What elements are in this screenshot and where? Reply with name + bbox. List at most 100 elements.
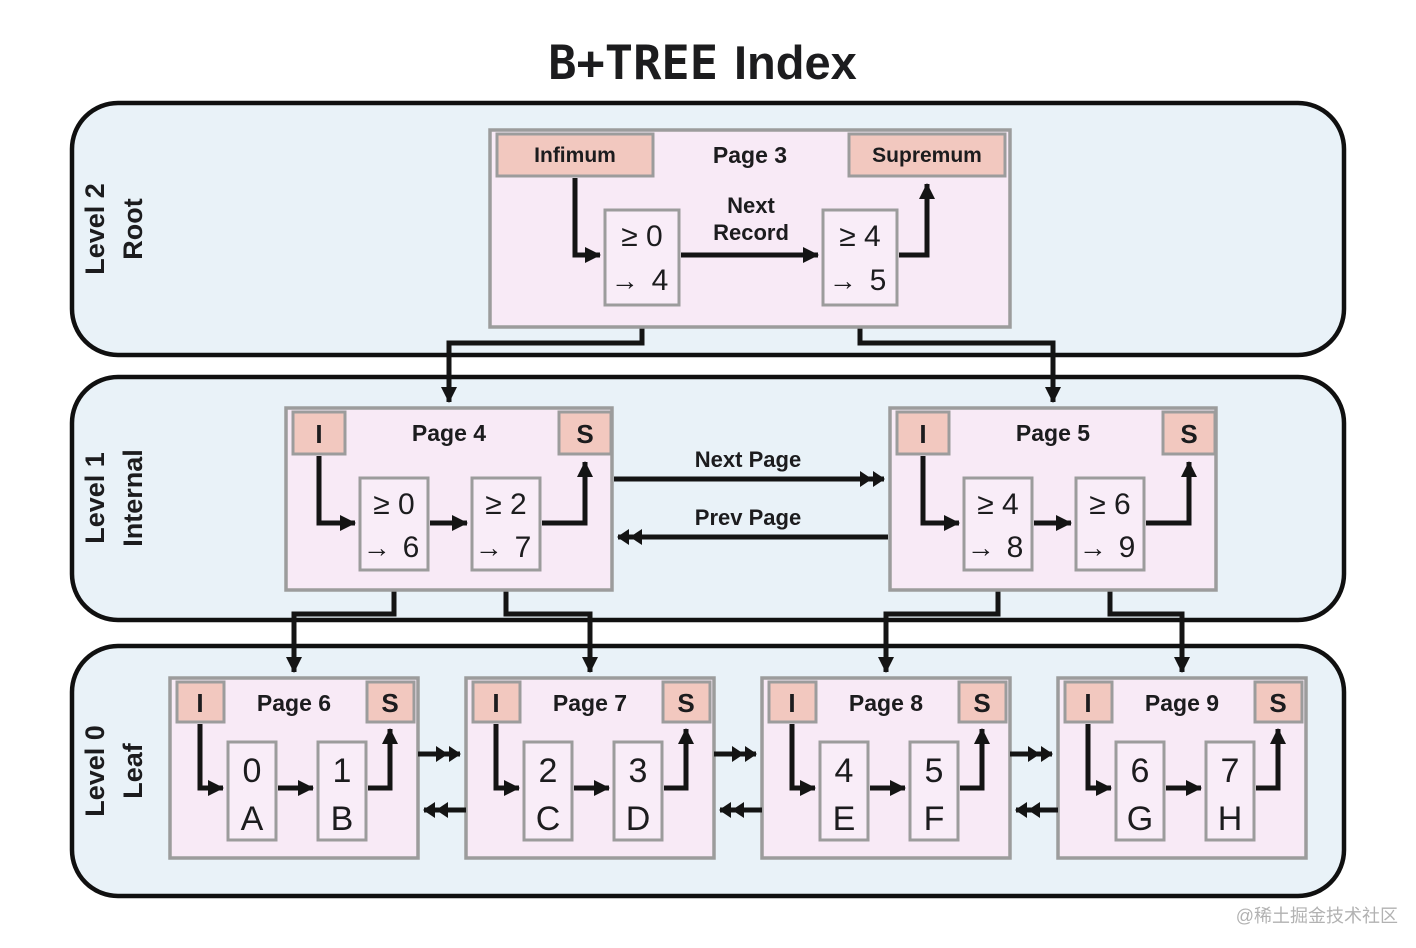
page-6-record-1-box bbox=[316, 740, 368, 842]
page-7-infimum-label: I bbox=[492, 688, 499, 718]
page-4-record-0-pointer: → 6 bbox=[363, 531, 420, 564]
page-6-supremum-label: S bbox=[381, 688, 398, 718]
page-3-record-1-key: ≥ 4 bbox=[839, 220, 880, 253]
pointer-arrow-icon: → bbox=[1079, 532, 1107, 563]
page-4-record-0-key: ≥ 0 bbox=[373, 488, 414, 521]
sibling-links-internal: Next Page Prev Page bbox=[614, 447, 888, 545]
page-5-infimum-box bbox=[895, 410, 951, 456]
level-2-label-line1: Level 2 bbox=[80, 183, 110, 275]
pointer-arrow-icon: → bbox=[611, 265, 639, 296]
page-8-record-0-box bbox=[818, 740, 870, 842]
page-4-supremum-box bbox=[557, 410, 613, 456]
page-9-infimum-box bbox=[1063, 680, 1114, 724]
page-7-title: Page 7 bbox=[553, 690, 627, 716]
page-8-record-1-key: 5 bbox=[925, 752, 944, 790]
level-1-label-line2: Internal bbox=[118, 449, 148, 547]
page-8-record-0-key: 4 bbox=[835, 752, 854, 790]
diagram-title: B+TREE Index bbox=[548, 36, 857, 91]
page-9-record-1-key: 7 bbox=[1221, 752, 1240, 790]
sibling-links-leaf bbox=[418, 746, 1058, 818]
page-7-infimum-arrow bbox=[493, 724, 520, 796]
page-7-infimum-box bbox=[471, 680, 522, 724]
page-9-record-1-value: H bbox=[1218, 800, 1243, 838]
page-3-record-0-key: ≥ 0 bbox=[621, 220, 662, 253]
page-5-supremum-box bbox=[1161, 410, 1217, 456]
level-1-label: Level 1 Internal bbox=[80, 449, 148, 547]
page-4-infimum-label: I bbox=[315, 419, 322, 449]
page-6-infimum-arrow bbox=[197, 724, 224, 796]
page-4-supremum-label: S bbox=[576, 419, 593, 449]
page-5-record-0-pointer: → 8 bbox=[967, 531, 1024, 564]
page-9-infimum-arrow bbox=[1085, 724, 1112, 796]
page-8-supremum-box bbox=[957, 680, 1008, 724]
page-5-record-1-pointer: → 9 bbox=[1079, 531, 1136, 564]
page-3-supremum-label: Supremum bbox=[872, 144, 982, 167]
page-8-record-1-value: F bbox=[924, 800, 945, 838]
title-btree: B+TREE bbox=[548, 36, 718, 91]
page-3-record-1-box bbox=[821, 208, 899, 307]
page-6-title: Page 6 bbox=[257, 690, 331, 716]
page-3-infimum-label: Infimum bbox=[534, 144, 616, 167]
page-9-record-0-value: G bbox=[1127, 800, 1153, 838]
page-5-record-0-box bbox=[962, 476, 1034, 572]
next-record-label-line2: Record bbox=[713, 220, 789, 245]
pointer-arrow-icon: → bbox=[363, 532, 391, 563]
page-6-record-0-box bbox=[226, 740, 278, 842]
page-7-record-1-box bbox=[612, 740, 664, 842]
page-4-record-1-pointer: → 7 bbox=[475, 531, 532, 564]
page-4-supremum-arrow bbox=[542, 461, 593, 526]
page-7-record-0-box bbox=[522, 740, 574, 842]
page-7-record-1-value: D bbox=[626, 800, 651, 838]
level-0-label-line2: Leaf bbox=[118, 742, 148, 799]
page-5-supremum-arrow bbox=[1146, 461, 1197, 526]
page-8-supremum-label: S bbox=[973, 688, 990, 718]
page-9-record-0-key: 6 bbox=[1131, 752, 1150, 790]
root-page-3: Infimum Page 3 Supremum ≥ 0 → 4 ≥ 4 → 5 … bbox=[488, 128, 1012, 329]
page-7-record-0-value: C bbox=[536, 800, 561, 838]
level-0-label-line1: Level 0 bbox=[80, 725, 110, 817]
pointer-arrow-icon: → bbox=[967, 532, 995, 563]
page-4-title: Page 4 bbox=[412, 420, 486, 446]
page-9-record-0-box bbox=[1114, 740, 1166, 842]
page-4-record-1-box bbox=[470, 476, 542, 572]
page-9-infimum-label: I bbox=[1084, 688, 1091, 718]
page-6-record-1-key: 1 bbox=[333, 752, 352, 790]
page-7-record-0-key: 2 bbox=[539, 752, 558, 790]
page-9-record-1-box bbox=[1204, 740, 1256, 842]
level-0-label: Level 0 Leaf bbox=[80, 725, 148, 817]
page-8-title: Page 8 bbox=[849, 690, 923, 716]
page-9-supremum-box bbox=[1253, 680, 1304, 724]
page-5-supremum-label: S bbox=[1180, 419, 1197, 449]
next-page-label: Next Page bbox=[695, 447, 801, 472]
page-5-record-0-key: ≥ 4 bbox=[977, 488, 1018, 521]
level-2-label: Level 2 Root bbox=[80, 183, 148, 275]
page-7-supremum-arrow bbox=[664, 728, 694, 791]
page-6-supremum-box bbox=[365, 680, 416, 724]
page-6-infimum-box bbox=[175, 680, 226, 724]
page-3-supremum-box bbox=[847, 132, 1007, 178]
level-2-label-line2: Root bbox=[118, 198, 148, 259]
leaf-page-6: I Page 6 S 0 A 1 B bbox=[168, 676, 420, 860]
page-3-record-1-pointer: → 5 bbox=[829, 264, 887, 297]
page-5-record-1-box bbox=[1074, 476, 1146, 572]
page-5-record-1-key: ≥ 6 bbox=[1089, 488, 1130, 521]
page-3-infimum-arrow bbox=[572, 178, 601, 263]
page-7-supremum-box bbox=[661, 680, 712, 724]
page-9-title: Page 9 bbox=[1145, 690, 1219, 716]
level-1-label-line1: Level 1 bbox=[80, 452, 110, 544]
prev-page-label: Prev Page bbox=[695, 505, 801, 530]
page-8-infimum-arrow bbox=[789, 724, 816, 796]
page-3-title: Page 3 bbox=[713, 142, 787, 168]
leaf-page-9: I Page 9 S 6 G 7 H bbox=[1056, 676, 1308, 860]
page-4-record-0-box bbox=[358, 476, 430, 572]
internal-page-4: I Page 4 S ≥ 0 → 6 ≥ 2 → 7 bbox=[284, 406, 614, 592]
page-7-supremum-label: S bbox=[677, 688, 694, 718]
page-8-supremum-arrow bbox=[960, 728, 990, 791]
page-8-infimum-label: I bbox=[788, 688, 795, 718]
internal-page-5: I Page 5 S ≥ 4 → 8 ≥ 6 → 9 bbox=[888, 406, 1218, 592]
page-9-supremum-arrow bbox=[1256, 728, 1286, 791]
page-5-infimum-arrow bbox=[920, 456, 960, 531]
leaf-page-8: I Page 8 S 4 E 5 F bbox=[760, 676, 1012, 860]
page-6-record-0-key: 0 bbox=[243, 752, 262, 790]
